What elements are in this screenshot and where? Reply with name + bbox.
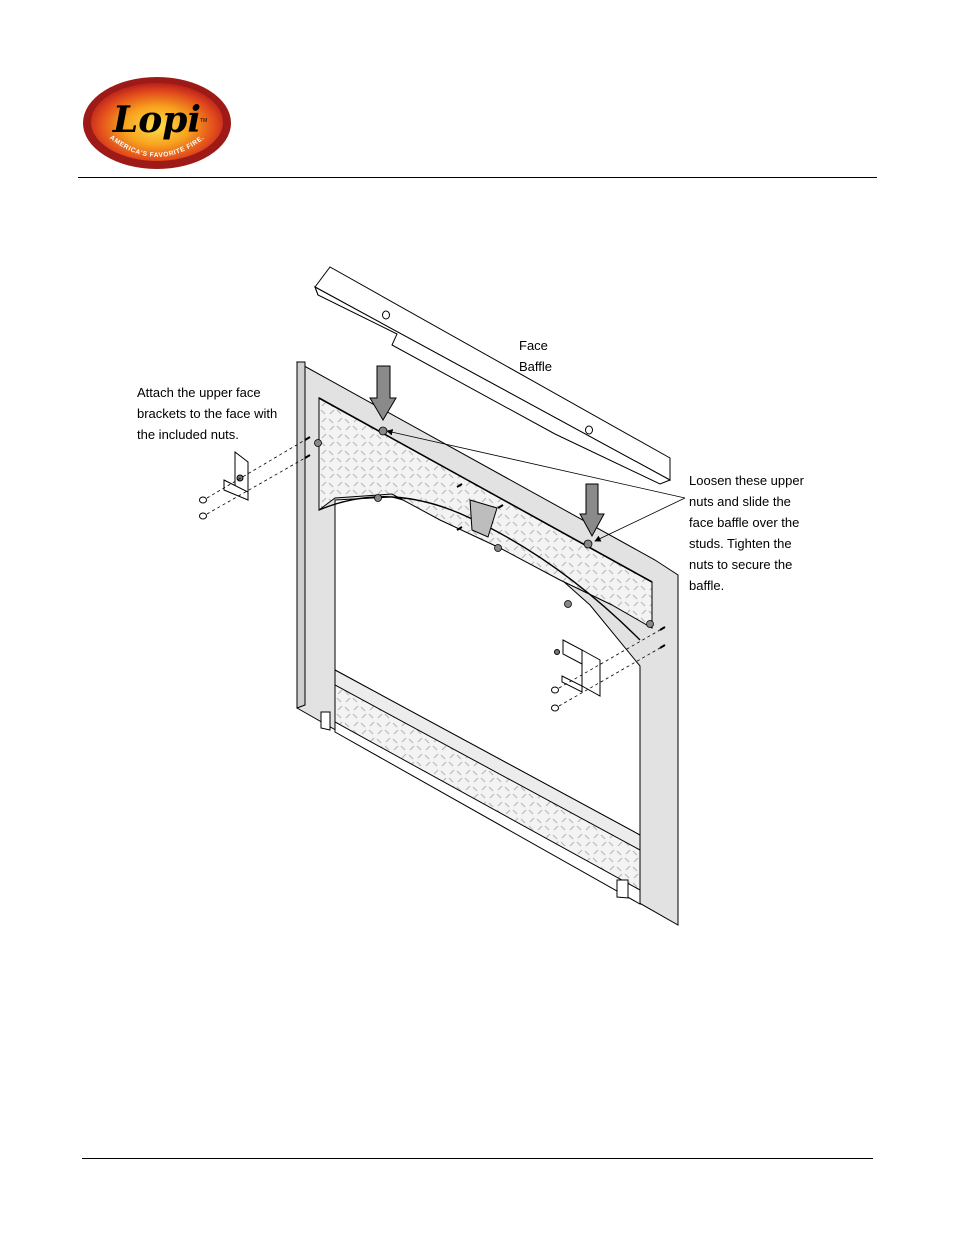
lopi-logo: Lopi TM AMERICA'S FAVORITE FIRE.	[83, 77, 231, 169]
down-arrow-icon	[369, 365, 605, 538]
face-baffle-installation-diagram	[199, 266, 686, 926]
header-rule	[78, 177, 877, 178]
logo-wordmark: Lopi	[112, 99, 201, 141]
fireplace-face-frame	[296, 361, 679, 926]
face-baffle-part	[314, 266, 672, 485]
face-baffle-label: Face Baffle	[519, 338, 553, 374]
left-face-bracket	[199, 450, 249, 520]
footer-rule	[82, 1158, 873, 1159]
svg-text:TM: TM	[200, 118, 207, 124]
loosen-nuts-instruction: Loosen these upper nuts and slide the fa…	[689, 473, 804, 593]
attach-brackets-instruction: Attach the upper face brackets to the fa…	[137, 385, 278, 442]
right-face-bracket	[551, 639, 601, 712]
